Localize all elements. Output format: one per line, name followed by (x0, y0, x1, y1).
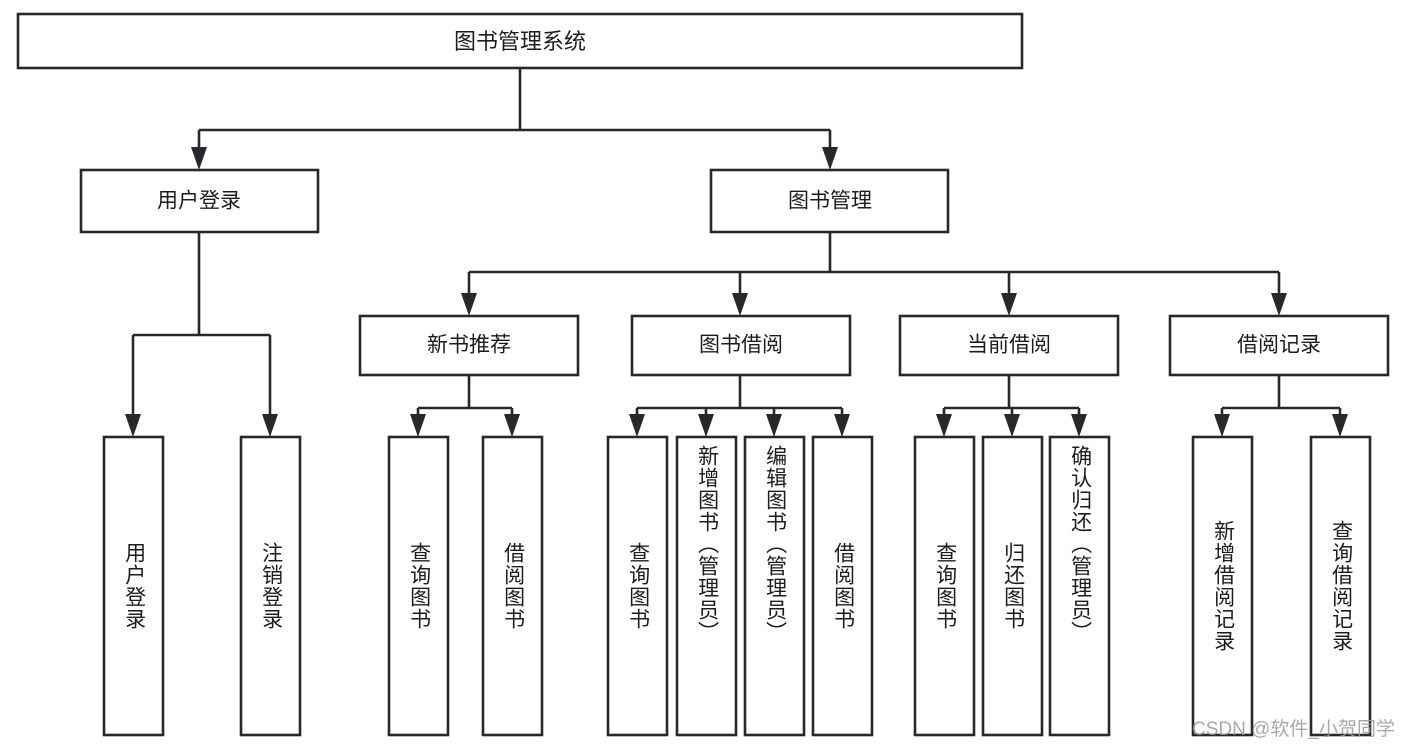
node-user-login-label: 用户登录 (157, 190, 241, 213)
edges-root-to-level2 (191, 68, 838, 170)
arrow-to-book-borrow-icon (732, 293, 748, 316)
node-current-borrow-box[interactable] (898, 314, 1120, 377)
arrow-to-leaf-add-book-icon (698, 414, 714, 437)
node-borrow-record[interactable]: 借阅记录 (1168, 314, 1390, 377)
leaf-borrow-book-2-box[interactable] (811, 435, 874, 737)
leaf-borrow-book-1-box[interactable] (481, 435, 544, 737)
leaf-add-record-box[interactable] (1191, 435, 1254, 737)
node-current-borrow[interactable]: 当前借阅 (898, 314, 1120, 377)
node-new-book-recommend-label: 新书推荐 (427, 334, 511, 357)
node-new-book-recommend[interactable]: 新书推荐 (358, 314, 580, 377)
arrow-to-leaf-add-record-icon (1214, 414, 1230, 437)
arrow-to-leaf-query-book-1-icon (410, 414, 426, 437)
arrow-to-leaf-borrow-book-1-icon (504, 414, 520, 437)
arrow-to-leaf-query-record-icon (1332, 414, 1348, 437)
watermark-text: CSDN @软件_小贺同学 (1192, 719, 1395, 740)
node-book-borrow[interactable]: 图书借阅 (630, 314, 852, 377)
leaf-confirm-return-box[interactable] (1048, 435, 1111, 737)
arrow-to-borrow-record-icon (1271, 293, 1287, 316)
leaf-edit-book-box[interactable] (743, 435, 806, 737)
edges-user-login-to-leaves (125, 232, 278, 437)
edges-borrow-record-to-leaves (1214, 375, 1348, 437)
node-book-borrow-box[interactable] (630, 314, 852, 377)
node-root-label: 图书管理系统 (454, 29, 586, 54)
node-new-book-recommend-box[interactable] (358, 314, 580, 377)
arrow-to-leaf-user-logout-icon (262, 414, 278, 437)
node-borrow-record-box[interactable] (1168, 314, 1390, 377)
edges-book-borrow-to-leaves (629, 375, 850, 437)
node-user-login-box[interactable] (79, 168, 320, 234)
arrow-to-leaf-user-login-icon (125, 414, 141, 437)
edges-book-manage-to-level3 (461, 232, 1287, 316)
node-user-login[interactable]: 用户登录 (79, 168, 320, 234)
node-book-manage-label: 图书管理 (788, 190, 872, 213)
arrow-to-leaf-query-book-3-icon (936, 414, 952, 437)
leaf-query-record-box[interactable] (1309, 435, 1372, 737)
leaf-add-book-box[interactable] (675, 435, 738, 737)
node-root[interactable]: 图书管理系统 (16, 12, 1024, 70)
node-book-manage[interactable]: 图书管理 (709, 168, 950, 234)
leaf-query-book-1-box[interactable] (387, 435, 450, 737)
arrow-to-user-login-icon (191, 147, 207, 170)
leaf-query-book-2-box[interactable] (606, 435, 669, 737)
arrow-to-new-book-recommend-icon (461, 293, 477, 316)
arrow-to-leaf-query-book-2-icon (629, 414, 645, 437)
node-borrow-record-label: 借阅记录 (1237, 334, 1321, 357)
leaf-query-book-3-box[interactable] (913, 435, 976, 737)
leaf-user-login-box[interactable] (102, 435, 165, 737)
arrow-to-leaf-borrow-book-2-icon (834, 414, 850, 437)
node-book-borrow-label: 图书借阅 (699, 334, 783, 357)
arrow-to-leaf-edit-book-icon (766, 414, 782, 437)
arrow-to-leaf-return-book-icon (1004, 414, 1020, 437)
arrow-to-current-borrow-icon (1001, 293, 1017, 316)
node-current-borrow-label: 当前借阅 (967, 334, 1051, 357)
leaf-return-book-box[interactable] (981, 435, 1044, 737)
node-book-manage-box[interactable] (709, 168, 950, 234)
edges-current-borrow-to-leaves (936, 375, 1087, 437)
arrow-to-leaf-confirm-return-icon (1071, 414, 1087, 437)
leaf-user-logout-box[interactable] (239, 435, 302, 737)
arrow-to-book-manage-icon (822, 147, 838, 170)
node-root-box[interactable] (16, 12, 1024, 70)
leaf-boxes (102, 435, 1372, 737)
edges-new-book-recommend-to-leaves (410, 375, 520, 437)
